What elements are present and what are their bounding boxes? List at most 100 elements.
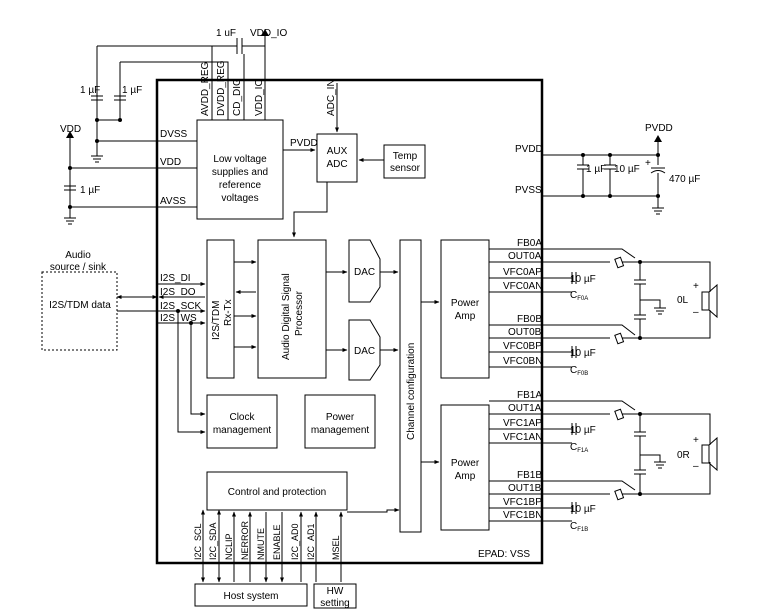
pin-avss: AVSS xyxy=(160,196,186,207)
pin-dvss: DVSS xyxy=(160,129,188,140)
speaker-right xyxy=(701,444,710,464)
cap-vdd-label: 1 µF xyxy=(80,185,100,196)
i2s-data-label: I2S/TDM data xyxy=(49,300,111,311)
rx-tx-label: Rx-Tx xyxy=(223,299,234,326)
i2s-tdm-label: I2S/TDM xyxy=(211,301,222,340)
pvdd-rail-label: PVDD xyxy=(645,123,673,134)
chcfg-label: Channel configuration xyxy=(406,343,417,440)
cap-left1-label: 1 µF xyxy=(80,85,100,96)
amp2-line1: Power xyxy=(451,458,480,469)
aux-adc-line1: AUX xyxy=(327,146,348,157)
cf0b-label: CF0B xyxy=(570,365,588,377)
dsp-line1: Audio Digital Signal xyxy=(281,273,292,360)
pin-out0b: OUT0B xyxy=(508,327,542,338)
temp-sensor-block xyxy=(383,144,426,179)
clock-management-block xyxy=(206,394,278,449)
speaker-left-label: 0L xyxy=(677,295,689,306)
dsp-block xyxy=(257,239,327,379)
control-protection-block xyxy=(206,471,348,511)
dsp-line2: Processor xyxy=(294,290,305,336)
low-voltage-block xyxy=(196,119,284,220)
pvdd-net-label: PVDD xyxy=(515,144,543,155)
pin-out1b: OUT1B xyxy=(508,483,542,494)
hw-line1: HW xyxy=(327,586,344,597)
cap-fly0a: 10 µF xyxy=(570,274,596,285)
pin-i2c-sda: I2C_SDA xyxy=(208,522,218,560)
lowvolt-line1: Low voltage xyxy=(213,154,267,165)
channel-config-block xyxy=(399,239,422,533)
lowvolt-line2: supplies and xyxy=(212,167,268,178)
cap-pvdd-bulk: 470 µF xyxy=(669,174,700,185)
dac-2 xyxy=(348,319,381,381)
i2s-tdm-block xyxy=(206,239,235,379)
pin-msel: MSEL xyxy=(331,535,341,560)
cap-fly0b: 10 µF xyxy=(570,348,596,359)
pin-i2s-di: I2S_DI xyxy=(160,273,191,284)
clock-line2: management xyxy=(213,425,272,436)
power-amp-1 xyxy=(440,239,490,379)
cf1a-label: CF1A xyxy=(570,442,588,454)
aux-adc-line2: ADC xyxy=(326,159,347,170)
dac2-label: DAC xyxy=(354,346,375,357)
pin-vfc0bp: VFC0BP xyxy=(503,341,542,352)
dac-1 xyxy=(348,239,381,303)
cap-fly1a: 10 µF xyxy=(570,425,596,436)
amp2-line2: Amp xyxy=(455,471,476,482)
cap-plus: + xyxy=(645,158,651,169)
pin-nerror: NERROR xyxy=(240,520,250,560)
pin-out1a: OUT1A xyxy=(508,403,542,414)
pin-i2c-ad1: I2C_AD1 xyxy=(306,523,316,560)
pin-i2s-ws: I2S_WS xyxy=(160,313,197,324)
pin-avdd-reg: AVDD_REG xyxy=(200,62,211,116)
pin-vfc1bn: VFC1BN xyxy=(503,510,542,521)
pin-vfc1ap: VFC1AP xyxy=(503,418,542,429)
pin-dvdd-reg: DVDD_REG xyxy=(216,60,227,116)
spk-r-plus: + xyxy=(693,435,699,446)
pin-i2s-do: I2S_DO xyxy=(160,287,196,298)
power-management-block xyxy=(304,394,376,449)
audio-label2: source / sink xyxy=(50,262,107,273)
lowvolt-line4: voltages xyxy=(221,193,258,204)
pin-fb1b: FB1B xyxy=(517,470,542,481)
cap-pvdd2: 10 µF xyxy=(614,164,640,175)
pin-i2c-scl: I2C_SCL xyxy=(193,523,203,560)
cf0a-label: CF0A xyxy=(570,290,588,302)
pin-vfc0bn: VFC0BN xyxy=(503,356,542,367)
power-line2: management xyxy=(311,425,370,436)
cap-pvdd1: 1 µF xyxy=(586,164,606,175)
temp-line1: Temp xyxy=(393,151,418,162)
temp-line2: sensor xyxy=(390,163,421,174)
pin-adc-in: ADC_IN xyxy=(326,79,337,116)
pin-fb1a: FB1A xyxy=(517,390,542,401)
pin-i2s-sck: I2S_SCK xyxy=(160,301,201,312)
vdd-io-rail-label: VDD_IO xyxy=(250,28,287,39)
host-label: Host system xyxy=(223,591,278,602)
pin-vdd: VDD xyxy=(160,157,181,168)
hw-line2: setting xyxy=(320,598,349,609)
pin-vfc1bp: VFC1BP xyxy=(503,497,542,508)
pin-vdd-io: VDD_IO xyxy=(254,79,265,116)
epad-label: EPAD: VSS xyxy=(478,549,530,560)
pin-nclip: NCLIP xyxy=(224,533,234,560)
cap-left2-label: 1 µF xyxy=(122,85,142,96)
junction-dots xyxy=(68,118,660,496)
speaker-left xyxy=(701,291,710,311)
pin-i2c-ad0: I2C_AD0 xyxy=(290,523,300,560)
pin-enable: ENABLE xyxy=(272,524,282,560)
power-amp-2 xyxy=(440,404,490,531)
pin-vfc1an: VFC1AN xyxy=(503,432,542,443)
audio-label1: Audio xyxy=(65,250,91,261)
hw-setting-block xyxy=(313,583,357,609)
spk-l-minus: – xyxy=(693,307,699,318)
pvss-label: PVSS xyxy=(515,185,542,196)
dac1-label: DAC xyxy=(354,267,375,278)
control-label: Control and protection xyxy=(228,487,326,498)
host-system-block xyxy=(194,583,308,607)
cap-fly1b: 10 µF xyxy=(570,504,596,515)
amp1-line2: Amp xyxy=(455,311,476,322)
pin-fb0b: FB0B xyxy=(517,314,542,325)
cap-top-label: 1 uF xyxy=(216,28,236,39)
pin-cd-dig: CD_DIG xyxy=(232,78,243,116)
aux-adc-block xyxy=(316,133,358,183)
